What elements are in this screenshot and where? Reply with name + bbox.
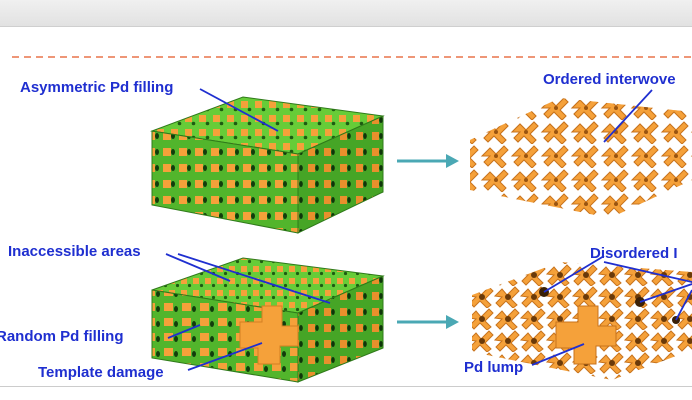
process-arrow-bottom bbox=[397, 315, 459, 329]
ordered-pd-network bbox=[470, 98, 692, 218]
process-arrow-top bbox=[397, 154, 459, 168]
label-random-filling: Random Pd filling bbox=[0, 328, 124, 345]
label-disordered: Disordered I bbox=[590, 245, 678, 262]
top-toolbar-strip bbox=[0, 0, 692, 27]
bottom-border bbox=[0, 386, 692, 387]
label-ordered-interwoven: Ordered interwove bbox=[543, 71, 676, 88]
label-asymmetric-filling: Asymmetric Pd filling bbox=[20, 79, 173, 96]
pointer-lines bbox=[165, 88, 692, 371]
template-damage-region bbox=[239, 305, 299, 365]
label-pd-lump: Pd lump bbox=[464, 359, 523, 376]
random-template-block bbox=[151, 257, 385, 383]
label-template-damage: Template damage bbox=[38, 364, 164, 381]
ordered-template-block bbox=[150, 96, 385, 234]
label-inaccessible-areas: Inaccessible areas bbox=[8, 243, 141, 260]
